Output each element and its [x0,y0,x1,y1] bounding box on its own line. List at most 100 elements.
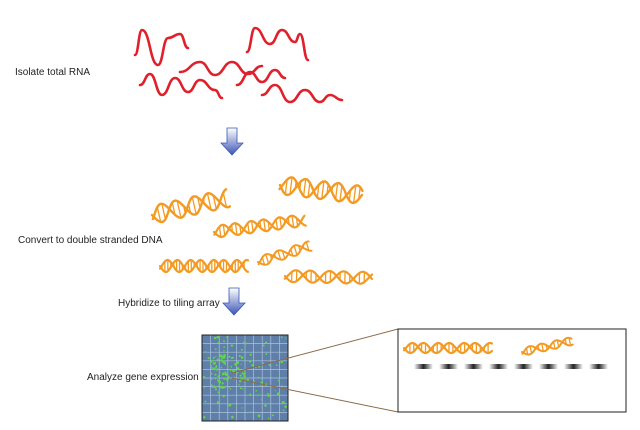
array-spot [222,355,226,359]
array-spot [219,381,222,384]
zoomed-array-panel [397,328,627,413]
array-spot [217,342,220,344]
array-spot [265,341,268,344]
down-arrow-icon [222,287,246,316]
step-hybridize-label: Hybridize to tiling array [118,298,220,309]
array-probe [489,364,508,369]
dna-helix [278,176,364,205]
array-spot [219,385,222,388]
dna-helix [150,188,232,224]
step-isolate-rna-label: Isolate total RNA [15,67,91,78]
array-spot [204,351,207,353]
array-spot [221,382,224,385]
array-spot [230,344,234,347]
rna-strand [260,83,344,104]
array-probe [564,364,583,369]
array-spot [257,414,261,418]
array-spot [231,415,234,419]
dna-strand [158,258,250,274]
array-spot [274,390,276,392]
array-spot [210,365,212,367]
step-convert-dna-label: Convert to double stranded DNA [18,235,163,246]
base-pair-rung [307,182,311,197]
dna-strand [213,214,306,236]
array-spot [230,357,233,359]
base-pair-rung [302,178,307,197]
array-spot [280,360,284,364]
array-spot [250,411,252,413]
array-spot [259,385,261,387]
array-probe [414,364,433,369]
base-pair-rung [212,195,217,210]
base-pair-rung [352,185,357,203]
array-spot [271,414,274,417]
step-analyze-label: Analyze gene expression [87,372,199,383]
array-spot [222,395,225,398]
array-spot [242,388,244,390]
base-pair-rung [293,245,298,256]
array-spot [232,369,236,373]
array-spot [223,361,226,364]
array-spot [240,356,244,359]
base-pair-rung [222,192,228,208]
array-spot [217,391,220,394]
array-spot [215,388,217,391]
array-spot [265,353,268,356]
base-pair-rung [275,219,279,230]
base-pair-rung [529,346,533,354]
array-spot [253,380,256,382]
array-spot [235,405,238,407]
base-pair-rung [541,343,545,352]
rna-strand [245,26,310,62]
array-spot [215,368,218,371]
array-spot [243,372,246,375]
down-arrow-icon [220,127,244,156]
array-spot [215,355,217,357]
array-spot [268,364,271,366]
array-spot [230,365,233,368]
dna-helix [521,336,574,356]
array-probe [464,364,483,369]
array-spot [212,367,216,371]
dna-strand [278,177,364,205]
array-spot [240,348,243,351]
array-spot [243,370,246,373]
base-pair-rung [222,224,226,236]
microarray-chip-icon [201,334,289,422]
array-spot [216,401,220,404]
dna-strand [521,336,573,356]
array-spot [228,355,231,358]
array-spot [241,372,244,375]
array-spot [210,384,213,387]
base-pair-rung [291,215,295,228]
base-pair-rung [552,341,556,349]
dna-strand [283,269,374,285]
base-pair-rung [289,177,293,195]
array-spot [281,336,283,339]
array-spot [212,363,214,365]
dna-strand [151,188,228,221]
array-spot [267,417,270,419]
dna-strand [158,258,250,274]
array-spot [220,366,223,369]
array-spot [236,367,240,370]
array-spot [214,373,217,376]
array-spot [216,358,219,361]
array-spot [221,386,225,389]
array-spot [223,349,225,352]
dna-strand [257,244,313,266]
array-spot [227,365,229,368]
array-spot [257,376,259,378]
array-spot [218,374,221,377]
base-pair-rung [305,241,310,251]
array-spot [229,387,232,390]
base-pair-rung [339,185,343,202]
array-spot [248,359,252,363]
array-spot [204,400,207,403]
array-probe [439,364,458,369]
dna-strand [278,176,364,203]
array-spot [275,364,278,367]
base-pair-rung [568,337,572,346]
base-pair-rung [247,222,250,234]
array-spot [212,356,215,359]
